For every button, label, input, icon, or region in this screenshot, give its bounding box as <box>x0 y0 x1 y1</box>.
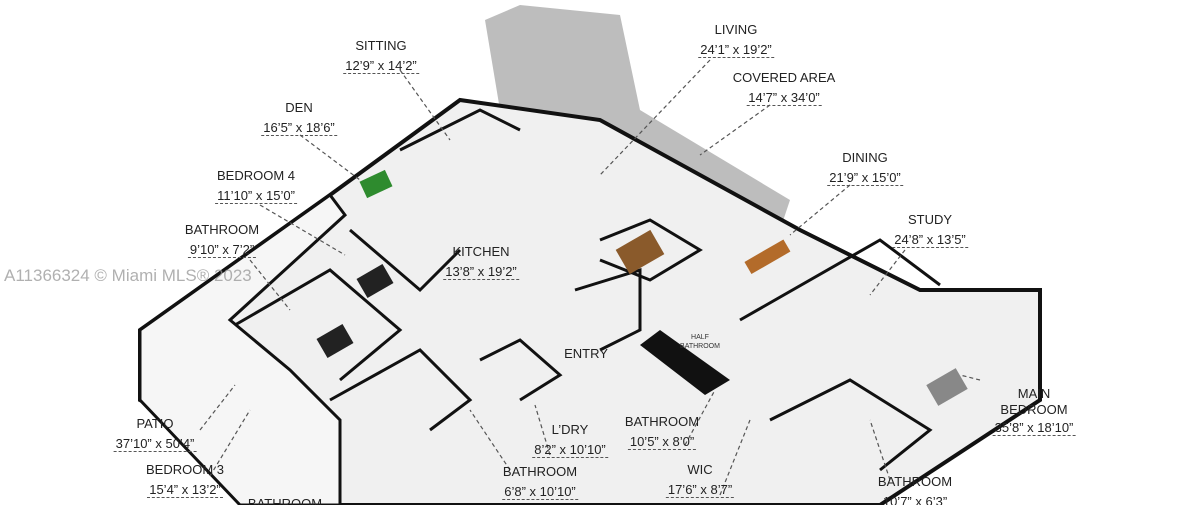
room-label: STUDY 24’8” x 13’5” <box>892 210 968 250</box>
room-label: COVERED AREA 14’7” x 34’0” <box>732 68 836 108</box>
room-name: L’DRY <box>551 422 589 437</box>
room-name: BEDROOM 3 <box>145 462 225 477</box>
patio-floor <box>138 192 348 505</box>
room-dimensions: 35’8” x 18’10” <box>992 420 1076 436</box>
bed <box>926 368 968 406</box>
room-dimensions: 16’5” x 18’6” <box>261 120 337 136</box>
room-dimensions: 6’8” x 10’10” <box>502 484 578 500</box>
room-label: KITCHEN 13’8” x 19’2” <box>443 242 519 282</box>
room-dimensions: 11’10” x 15’0” <box>215 188 297 204</box>
room-label: SITTING 12’9” x 14’2” <box>343 36 419 76</box>
half-bathroom-label: HALF BATHROOM <box>680 334 720 350</box>
room-name: DINING <box>842 150 888 165</box>
room-dimensions: 10’7” x 6’3” <box>880 494 950 505</box>
room-dimensions: 9’10” x 7’2” <box>187 242 257 258</box>
room-name: KITCHEN <box>452 244 510 259</box>
room-dimensions: 21’9” x 15’0” <box>827 170 903 186</box>
bed <box>316 323 354 359</box>
room-name: STUDY <box>907 212 953 227</box>
room-label: BATHROOM 6’8” x 10’10” <box>502 462 578 502</box>
room-name: LIVING <box>714 22 758 37</box>
room-name: DEN <box>285 100 313 115</box>
room-label: WIC 17’6” x 8’7” <box>665 460 735 500</box>
room-name: COVERED AREA <box>732 70 836 85</box>
room-label: BEDROOM 4 11’10” x 15’0” <box>215 166 297 206</box>
room-label: BATHROOM <box>248 494 322 505</box>
room-name: BATHROOM <box>247 496 323 505</box>
room-dimensions: 14’7” x 34’0” <box>746 90 822 106</box>
room-dimensions: 8’2” x 10’10” <box>532 442 608 458</box>
room-dimensions: 17’6” x 8’7” <box>665 482 735 498</box>
room-label: PATIO 37’10” x 50’4” <box>113 414 197 454</box>
room-dimensions: 24’8” x 13’5” <box>892 232 968 248</box>
dining-table <box>744 239 791 275</box>
room-dimensions: 13’8” x 19’2” <box>443 264 519 280</box>
room-dimensions: 10’5” x 8’0” <box>627 434 697 450</box>
room-label: LIVING 24’1” x 19’2” <box>698 20 774 60</box>
room-label: BATHROOM 10’5” x 8’0” <box>625 412 699 452</box>
interior-walls <box>234 108 941 472</box>
covered-area-floor <box>485 5 790 230</box>
room-name: MAIN BEDROOM <box>1000 386 1068 417</box>
room-dimensions: 24’1” x 19’2” <box>698 42 774 58</box>
entry-label: ENTRY <box>564 346 608 361</box>
leader-lines <box>199 59 981 496</box>
room-label: L’DRY 8’2” x 10’10” <box>532 420 608 460</box>
room-dimensions: 37’10” x 50’4” <box>113 436 197 452</box>
pool-table <box>359 169 393 199</box>
room-label: DINING 21’9” x 15’0” <box>827 148 903 188</box>
room-name: BATHROOM <box>184 222 260 237</box>
room-name: SITTING <box>355 38 407 53</box>
room-dimensions: 15’4” x 13’2” <box>147 482 223 498</box>
room-label: MAIN BEDROOM 35’8” x 18’10” <box>992 386 1076 438</box>
room-label: BATHROOM 10’7” x 6’3” <box>878 472 952 505</box>
bed <box>356 263 394 299</box>
room-name: BATHROOM <box>624 414 700 429</box>
room-name: BATHROOM <box>877 474 953 489</box>
room-name: BEDROOM 4 <box>216 168 295 183</box>
room-dimensions: 12’9” x 14’2” <box>343 58 419 74</box>
room-name: PATIO <box>136 416 174 431</box>
mls-watermark: A11366324 © Miami MLS® 2023 <box>4 266 252 285</box>
kitchen-island <box>615 229 665 275</box>
room-label: BATHROOM 9’10” x 7’2” <box>185 220 259 260</box>
room-name: WIC <box>687 462 713 477</box>
room-label: DEN 16’5” x 18’6” <box>261 98 337 138</box>
room-name: BATHROOM <box>502 464 578 479</box>
dark-hall <box>640 330 730 395</box>
room-label: BEDROOM 3 15’4” x 13’2” <box>146 460 224 500</box>
